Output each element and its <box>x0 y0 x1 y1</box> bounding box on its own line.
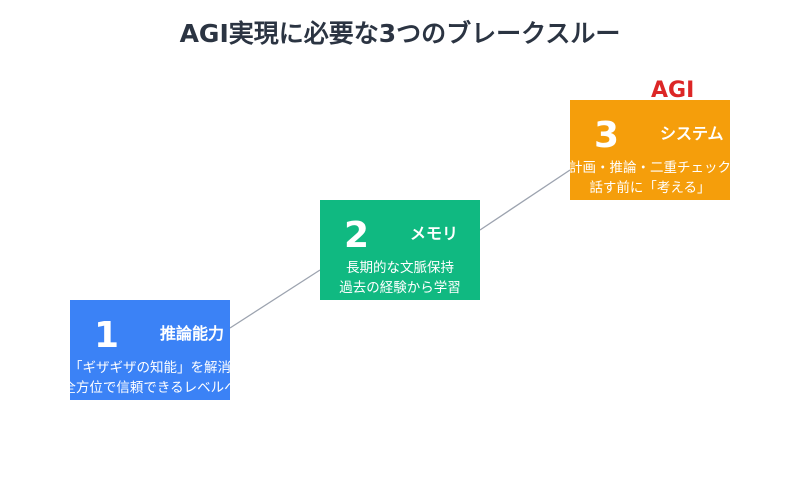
step-box-reasoning: 1 推論能力 「ギザギザの知能」を解消 全方位で信頼できるレベルへ <box>70 300 230 400</box>
step-description: 「ギザギザの知能」を解消 全方位で信頼できるレベルへ <box>70 358 230 398</box>
agi-goal-label: AGI <box>651 78 695 103</box>
step-description-line: 「ギザギザの知能」を解消 <box>70 360 230 376</box>
step-description-line: 話す前に「考える」 <box>589 180 711 196</box>
step-description-line: 長期的な文脈保持 <box>346 260 454 276</box>
step-number: 2 <box>344 215 370 256</box>
step-description: 長期的な文脈保持 過去の経験から学習 <box>320 258 480 298</box>
step-description-line: 過去の経験から学習 <box>339 280 461 296</box>
step-label: メモリ <box>410 224 459 243</box>
step-number: 3 <box>594 115 620 156</box>
step-box-system: 3 システム 計画・推論・二重チェック 話す前に「考える」 <box>570 100 730 200</box>
step-number: 1 <box>94 315 120 356</box>
connector-1-2 <box>229 269 321 329</box>
step-label: システム <box>660 124 724 143</box>
step-label: 推論能力 <box>160 324 225 343</box>
step-box-memory: 2 メモリ 長期的な文脈保持 過去の経験から学習 <box>320 200 480 300</box>
step-description-line: 計画・推論・二重チェック <box>570 160 730 176</box>
step-description: 計画・推論・二重チェック 話す前に「考える」 <box>570 158 730 198</box>
step-description-line: 全方位で信頼できるレベルへ <box>70 380 230 396</box>
connector-2-3 <box>479 169 571 231</box>
diagram-title: AGI実現に必要な3つのブレークスルー <box>179 19 621 48</box>
